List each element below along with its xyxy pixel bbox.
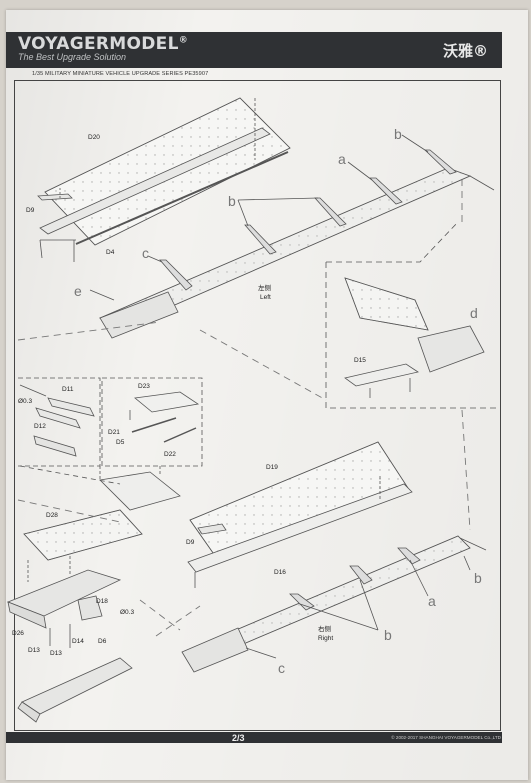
label-left-cn: 左侧 — [258, 283, 271, 292]
page-number: 2/3 — [232, 733, 245, 743]
label-d23: D23 — [138, 383, 150, 390]
label-d20: D20 — [88, 134, 100, 141]
part-bottom-step — [21, 657, 133, 715]
label-d19: D19 — [266, 464, 278, 471]
label-d15: D15 — [354, 357, 366, 364]
top-left-assembly — [37, 97, 291, 262]
diagram-frame — [14, 80, 501, 731]
part-d-step — [417, 325, 485, 373]
label-d12: D12 — [34, 423, 46, 430]
part-d18-bracket — [77, 595, 103, 621]
bracket-b-top — [424, 149, 457, 175]
label-phi03-b: Ø0.3 — [120, 609, 134, 616]
label-d4: D4 — [106, 249, 115, 256]
bottom-right-assembly — [181, 441, 487, 673]
part-mid-frame — [99, 471, 181, 511]
label-d5: D5 — [116, 439, 125, 446]
callout-c-bottom: c — [278, 660, 285, 676]
brand-tagline: The Best Upgrade Solution — [18, 52, 127, 62]
brand-name: VOYAGERMODEL — [18, 34, 179, 54]
callout-e-top: e — [74, 283, 82, 299]
callout-b-top1: b — [394, 126, 402, 142]
part-d4-bar — [75, 151, 289, 245]
bracket-b2 — [314, 197, 347, 227]
mid-connector-assembly — [19, 465, 181, 511]
label-d26: D26 — [12, 630, 24, 637]
series-line: 1/35 MILITARY MINIATURE VEHICLE UPGRADE … — [32, 71, 209, 77]
label-right-en: Right — [318, 635, 333, 642]
part-d12 — [35, 407, 81, 429]
part-e-step — [99, 291, 179, 339]
detail-inset-right — [325, 221, 500, 409]
bracket-b1 — [244, 224, 277, 255]
top-right-assembly — [89, 134, 495, 339]
brand-registered-mark: ® — [178, 35, 189, 46]
label-d11: D11 — [62, 386, 74, 393]
copyright-notice: © 2002-2017 SHANGHAI VOYAGERMODEL Co.,LT… — [391, 735, 501, 740]
label-d14: D14 — [72, 638, 84, 645]
part-d9-bottom — [197, 523, 227, 535]
part-d20-strip — [39, 127, 271, 235]
part-d15 — [344, 363, 419, 387]
guide-lines-top — [17, 180, 463, 401]
part-c-step — [181, 627, 249, 673]
bracket-bottom-1 — [289, 593, 315, 611]
bracket-a-top — [369, 177, 403, 205]
bottom-left-assembly — [6, 509, 143, 723]
part-d21 — [131, 417, 177, 433]
callout-a-bottom: a — [428, 593, 436, 609]
callout-c-top: c — [142, 245, 149, 261]
label-d16: D16 — [274, 569, 286, 576]
label-d9-top: D9 — [26, 207, 35, 214]
header-band: VOYAGERMODEL® The Best Upgrade Solution … — [6, 32, 502, 68]
bracket-c — [159, 259, 193, 291]
callout-b-bottom1: b — [474, 570, 482, 586]
label-d21: D21 — [108, 429, 120, 436]
part-d16-frame — [187, 483, 413, 573]
label-d13-b: D13 — [50, 650, 62, 657]
detail-box-left — [18, 377, 101, 467]
label-d22: D22 — [164, 451, 176, 458]
part-d11 — [47, 397, 95, 417]
label-d6: D6 — [98, 638, 107, 645]
part-d22 — [163, 427, 197, 443]
brand-logo: VOYAGERMODEL® — [18, 34, 188, 54]
callout-b-top2: b — [228, 193, 236, 209]
part-d12-strip — [33, 435, 77, 457]
part-d23 — [134, 391, 200, 413]
chinese-logo: 沃雅® — [442, 42, 488, 60]
bracket-bottom-a — [397, 547, 421, 565]
label-d13-a: D13 — [28, 647, 40, 654]
label-phi03-a: Ø0.3 — [18, 398, 32, 405]
guide-lines-bottom — [17, 409, 471, 637]
label-right-cn: 右侧 — [318, 624, 331, 633]
footer-band — [6, 732, 502, 743]
callout-a-top: a — [338, 151, 346, 167]
callout-d: d — [470, 305, 478, 321]
bracket-bottom-2 — [349, 565, 373, 585]
label-left-en: Left — [260, 294, 271, 301]
label-d28: D28 — [46, 512, 58, 519]
label-d9-bottom: D9 — [186, 539, 195, 546]
label-d18: D18 — [96, 598, 108, 605]
detail-box-middle — [101, 377, 203, 467]
part-d9-top — [37, 193, 73, 201]
callout-b-bottom2: b — [384, 627, 392, 643]
